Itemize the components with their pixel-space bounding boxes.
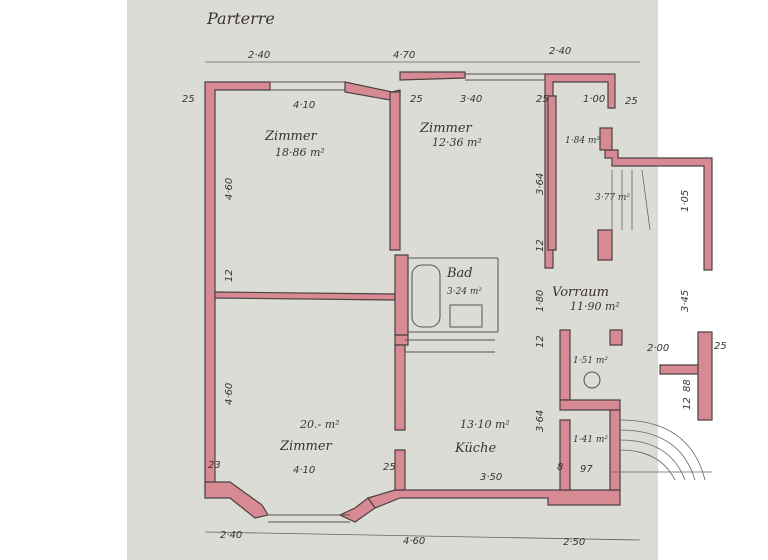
dim-bottom-outer-2: 4·60 [403, 536, 425, 547]
dim-mid-middle: 1·80 [535, 290, 546, 312]
interior-wall-corner [394, 334, 409, 346]
interior-wall-kitchen-bottom [394, 449, 406, 491]
dim-top-inner-3: 1·00 [583, 94, 605, 105]
dim-mid-12-upper: 12 [535, 239, 546, 252]
interior-wall-right-upper [547, 95, 557, 251]
interior-wall-bad-left [394, 254, 409, 336]
dim-wall-25-left: 25 [182, 94, 195, 105]
dim-wall-25-mid: 25 [410, 94, 423, 105]
dim-wall-25-bottom: 25 [383, 462, 396, 473]
room-zimmer-2: Zimmer [419, 121, 473, 136]
outer-wall-right-upper [604, 149, 713, 271]
dim-top-inner-1: 4·10 [293, 100, 315, 111]
room-zimmer-3: Zimmer [279, 439, 333, 454]
room-bad: Bad [446, 266, 473, 281]
dim-bottom-outer-1: 2·40 [220, 530, 242, 541]
dim-stair-8: 8 [557, 462, 563, 473]
dim-wall-25-right-top: 25 [536, 94, 549, 105]
dim-bottom-inner-3: 97 [580, 464, 593, 475]
interior-wall-vertical-upper [389, 91, 401, 251]
outer-wall-bottom-right [367, 489, 621, 509]
area-kuche: 13·10 m² [460, 418, 510, 431]
dim-top-outer-2: 4·70 [393, 50, 415, 61]
bottom-dimension-line [204, 531, 641, 541]
area-zimmer-1: 18·86 m² [275, 146, 325, 159]
stair-treads-upper [611, 169, 651, 231]
wall-stub-right [599, 127, 613, 151]
dim-left-lower: 4·60 [224, 383, 235, 405]
interior-wall-wc-right [609, 329, 623, 346]
area-zimmer-3: 20.- m² [299, 418, 340, 431]
area-bad: 3·24 m² [447, 287, 482, 297]
area-stair: 3·77 m² [595, 193, 630, 203]
plan-title: Parterre [206, 9, 275, 28]
stair-treads-lower [619, 419, 706, 481]
dim-left-upper: 4·60 [224, 178, 235, 200]
dim-bottom-inner-2: 3·50 [480, 472, 502, 483]
area-zimmer-2: 12·36 m² [432, 136, 482, 149]
area-storage: 1·41 m² [573, 435, 608, 445]
outer-wall-left [204, 81, 271, 493]
room-vorraum: Vorraum [552, 285, 609, 300]
interior-wall-wc-bottom [559, 399, 621, 411]
dim-top-outer-3: 2·40 [549, 46, 571, 57]
interior-wall-horizontal-left [214, 291, 396, 301]
sink [449, 304, 483, 328]
room-zimmer-1: Zimmer [264, 129, 318, 144]
outer-wall-right-lower [697, 331, 713, 421]
outer-wall-top-stub [399, 71, 466, 81]
dim-wall-23: 23 [208, 460, 221, 471]
wall-right-stub [659, 364, 699, 375]
area-closet: 1·84 m² [565, 136, 600, 146]
room-kuche: Küche [454, 441, 496, 456]
area-vorraum: 11·90 m² [570, 300, 620, 313]
interior-wall-kitchen-left [394, 344, 406, 431]
dim-right-12: 12 [682, 397, 693, 410]
bathtub [411, 264, 441, 328]
dim-right-105: 1·05 [680, 190, 691, 212]
dim-mid-12-lower: 12 [535, 335, 546, 348]
interior-wall-storage [559, 419, 571, 491]
toilet [583, 371, 601, 389]
outer-wall-bottom-left [204, 481, 269, 519]
dim-wall-25-right: 25 [625, 96, 638, 107]
dim-mid-upper: 3·64 [535, 173, 546, 195]
dim-top-inner-2: 3·40 [460, 94, 482, 105]
dim-wall-25-lower: 25 [714, 341, 727, 352]
dim-right-345: 3·45 [680, 290, 691, 312]
area-wc: 1·51 m² [573, 356, 608, 366]
dim-right-200: 2·00 [647, 343, 669, 354]
dim-mid-lower: 3·64 [535, 410, 546, 432]
stair-wall [597, 229, 613, 261]
dim-right-88: 88 [682, 379, 693, 392]
dim-bottom-outer-3: 2·50 [563, 537, 585, 548]
dim-top-outer-1: 2·40 [248, 50, 270, 61]
interior-wall-wc [559, 329, 571, 401]
interior-wall-right-bottom [609, 409, 621, 491]
dim-bottom-inner-1: 4·10 [293, 465, 315, 476]
bay-wall-right [338, 497, 376, 523]
dim-left-mid: 12 [224, 269, 235, 282]
